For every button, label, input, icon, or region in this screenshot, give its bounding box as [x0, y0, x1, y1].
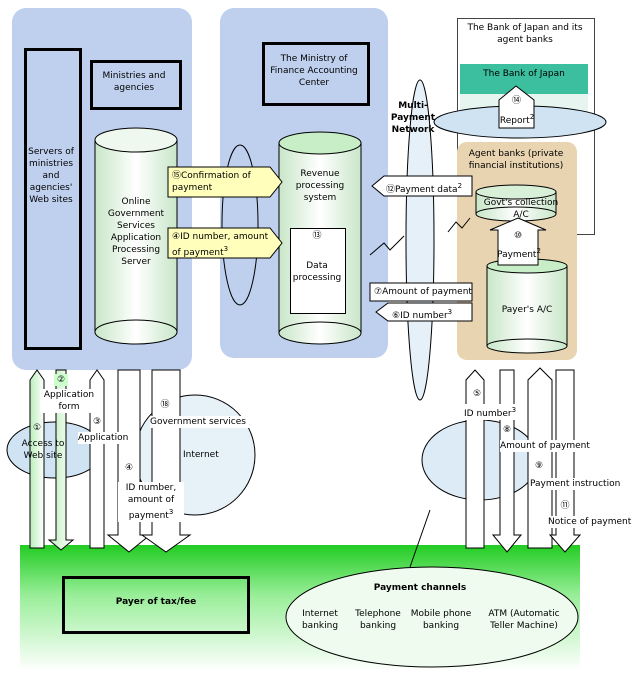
payer-label: Payer of tax/fee [115, 597, 197, 607]
n4a: ④ [172, 232, 181, 242]
step-5-label: ID number3 [464, 404, 524, 420]
channels-ellipse [285, 566, 579, 668]
step-6-sup: 3 [447, 308, 453, 316]
step-5-sup: 3 [511, 406, 517, 414]
step-7-text: Amount of payment [382, 287, 472, 297]
online-server-cylinder [94, 127, 178, 345]
mof-label: The Ministry of Finance Accounting Cente… [270, 54, 358, 88]
step-4b-text: ID number, amount of payment [125, 483, 177, 521]
n5: ⑤ [472, 389, 482, 399]
payment-10-label: Payment2 [494, 245, 544, 261]
channel-internet: Internet banking [301, 609, 339, 631]
n1: ① [32, 423, 42, 433]
step-15-label: ⑮Confirmation of payment [172, 170, 272, 194]
channels-title: Payment channels [373, 583, 467, 593]
step-12-label: ⑫Payment data2 [386, 180, 474, 196]
n9: ⑨ [534, 461, 544, 471]
step-4b-sup: 3 [168, 508, 174, 516]
n12: ⑫ [386, 185, 396, 195]
step-2-label: Application form [40, 389, 98, 413]
n8: ⑧ [502, 425, 512, 435]
step-8-label: Amount of payment [500, 440, 596, 452]
report-label: Report2 [496, 111, 538, 127]
boj-title: The Bank of Japan and its agent banks [467, 23, 583, 45]
step-6-text: ID number [400, 311, 448, 321]
revenue-label: Revenue processing system [295, 169, 345, 203]
step-4a-text: ID number, amount of payment [172, 232, 269, 258]
channel-atm: ATM (Automatic Teller Machine) [488, 609, 560, 631]
step-18-label: Government services [150, 416, 254, 428]
step-15-text: Confirmation of payment [172, 171, 251, 193]
n11: ⑪ [560, 501, 570, 511]
n6: ⑥ [392, 311, 401, 321]
report-text: Report [499, 116, 530, 126]
step-7-label: ⑦Amount of payment [374, 286, 472, 298]
payer-box [62, 576, 250, 634]
internet-label: Internet [183, 450, 219, 460]
data-processing-label: Data processing [292, 261, 342, 283]
agent-banks-label: Agent banks (private financial instituti… [468, 149, 564, 171]
report-sup: 2 [529, 113, 535, 121]
boj-label: The Bank of Japan [483, 69, 565, 79]
step-4a-sup: 3 [223, 245, 229, 253]
step-5-text: ID number [464, 409, 512, 419]
ministries-label: Ministries and agencies [102, 71, 166, 93]
step-4b-label: ID number, amount of payment3 [118, 482, 184, 522]
servers-label: Servers of ministries and agencies' Web … [28, 147, 74, 205]
boj-band [460, 64, 588, 94]
payer-ac-label: Payer's A/C [501, 305, 553, 315]
n18: ⑱ [160, 400, 170, 410]
channel-mobile: Mobile phone banking [410, 609, 472, 631]
n2: ② [54, 374, 68, 386]
n13: ⑬ [312, 231, 322, 241]
servers-box [24, 48, 82, 350]
govt-collection-cylinder [475, 184, 557, 222]
data-processing-box [290, 228, 346, 314]
payment-10-sup: 2 [536, 247, 541, 255]
payer-ac-cylinder [486, 258, 568, 354]
step-1-label: Access to Web site [21, 439, 65, 461]
ministries-box [90, 60, 182, 110]
step-11-label: Notice of payment [548, 516, 636, 528]
payment-10-text: Payment [497, 250, 537, 260]
online-server-label: Online Government Services Application P… [107, 197, 165, 267]
n4b: ④ [124, 463, 134, 473]
mof-box [262, 42, 370, 106]
step-3-label: Application [78, 432, 138, 444]
n14: ⑭ [511, 96, 521, 106]
n7: ⑦ [374, 287, 383, 297]
step-6-label: ⑥ID number3 [392, 306, 472, 322]
step-12-sup: 2 [457, 182, 463, 190]
step-4a-label: ④ID number, amount of payment3 [172, 231, 276, 259]
channel-telephone: Telephone banking [355, 609, 401, 631]
govt-collection-label: Govt's collection A/C [483, 198, 559, 220]
n15: ⑮ [172, 171, 182, 181]
n3: ③ [92, 417, 102, 427]
n10: ⑩ [513, 231, 523, 241]
step-9-label: Payment instruction [530, 478, 630, 490]
multi-payment-label: Multi-Payment Network [390, 101, 436, 135]
step-12-text: Payment data [395, 185, 458, 195]
